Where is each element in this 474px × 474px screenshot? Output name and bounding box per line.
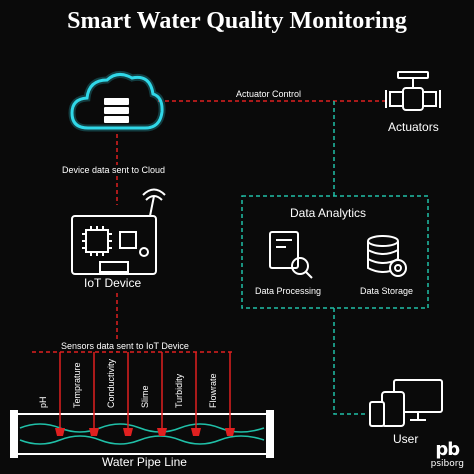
data-processing-label: Data Processing — [255, 286, 322, 296]
sensor-label: Temprature — [72, 362, 82, 408]
sensor-label: Slime — [140, 385, 150, 408]
brand-name: psiborg — [430, 459, 464, 469]
iot-device-label: IoT Device — [84, 276, 142, 290]
pipe-icon — [10, 410, 274, 458]
sensor-probe-icon — [191, 428, 201, 436]
sensor-probe-icon — [225, 428, 235, 436]
sensor-label: Turbidity — [174, 373, 184, 408]
brand-logo: pb psiborg — [431, 441, 464, 470]
sensor-probe-icon — [157, 428, 167, 436]
data-processing-icon — [269, 231, 313, 279]
sensors-to-iot-label: Sensors data sent to IoT Device — [60, 341, 190, 351]
sensor-probe-icon — [89, 428, 99, 436]
actuator-control-label: Actuator Control — [236, 89, 302, 99]
cloud-server-icon — [68, 71, 166, 132]
brand-mark: pb — [435, 439, 460, 460]
data-analytics-label: Data Analytics — [290, 206, 367, 220]
data-storage-label: Data Storage — [360, 286, 414, 296]
page-title: Smart Water Quality Monitoring — [67, 8, 407, 34]
sensor-probe-icon — [55, 428, 65, 436]
data-analytics-box — [241, 195, 429, 309]
valve-icon — [385, 71, 441, 111]
sensor-label: Flowrate — [208, 373, 218, 408]
analytics-user-link — [333, 308, 366, 415]
devices-icon — [369, 379, 443, 427]
iot-board-icon — [71, 188, 166, 275]
data-storage-icon — [367, 235, 407, 277]
actuators-label: Actuators — [388, 120, 439, 134]
device-to-cloud-label: Device data sent to Cloud — [61, 165, 167, 175]
sensor-label: pH — [38, 396, 48, 408]
sensor-probe-icon — [123, 428, 133, 436]
sensor-label: Conductivity — [106, 358, 116, 408]
water-pipe-line-label: Water Pipe Line — [102, 455, 187, 469]
user-label: User — [393, 432, 419, 446]
